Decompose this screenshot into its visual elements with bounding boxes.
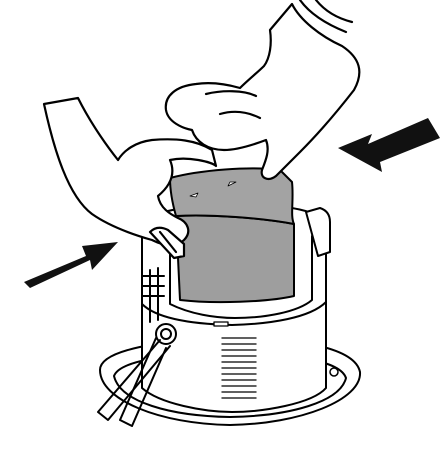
arrow-from-left (24, 242, 118, 288)
arrow-from-right (338, 118, 440, 172)
filter-front (175, 214, 295, 304)
spring-clip-icon (97, 267, 177, 427)
filter-top (169, 167, 295, 225)
push-arrow-icon (24, 118, 440, 288)
screw-icon (329, 367, 339, 377)
side-tab-right (305, 207, 331, 257)
right-hand-icon (164, 0, 361, 180)
left-hand-icon (42, 96, 218, 260)
grill-vent-icon (213, 321, 257, 399)
filter-block (169, 167, 295, 304)
